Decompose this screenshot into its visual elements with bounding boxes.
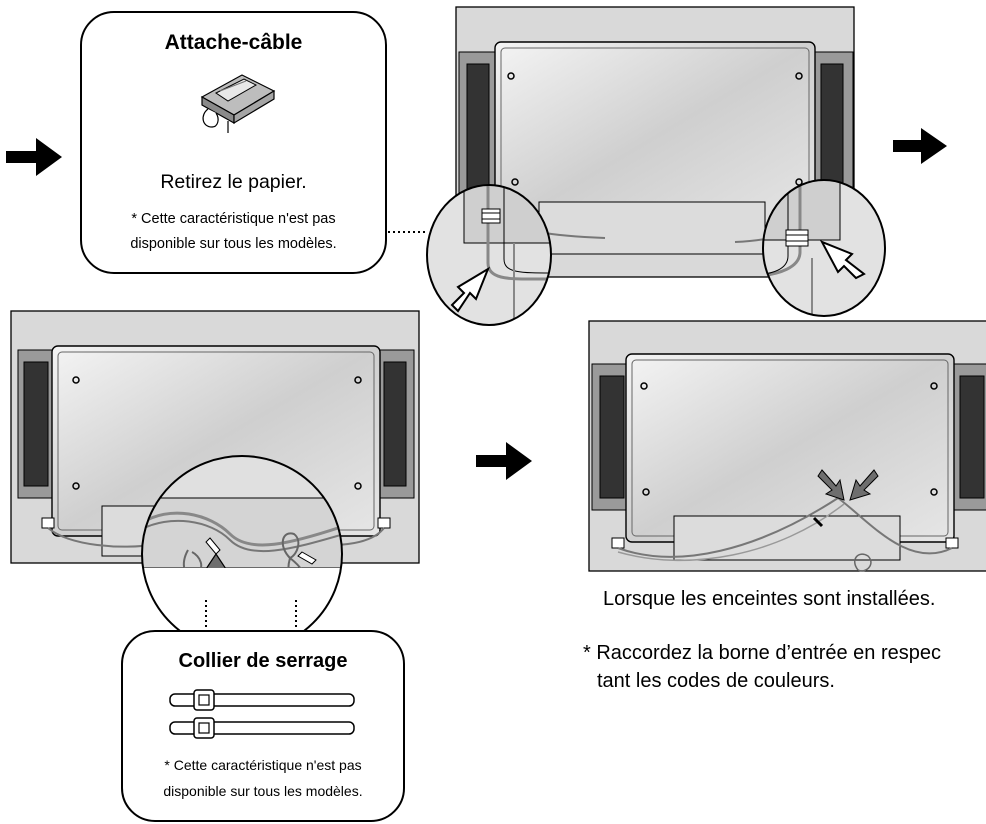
cable-tie-icon [169, 717, 355, 739]
cable-holder-instruction: Retirez le papier. [160, 171, 307, 193]
color-note-line1: * Raccordez la borne d’entrée en respec [583, 642, 941, 664]
zoom-circle-left [426, 184, 552, 326]
cable-holder-note-line2: disponible sur tous les modèles. [130, 236, 337, 252]
cable-tie-callout: Collier de serrage * Cette caractéristiq… [121, 630, 405, 822]
cable-tie-note-line1: * Cette caractéristique n'est pas [164, 757, 362, 773]
pointer-arrow-icon [819, 240, 866, 280]
pointer-arrow-icon [450, 266, 491, 313]
cable-holder-callout: Attache-câble Retirez le papier. * Cette… [80, 11, 387, 274]
cable-holder-title: Attache-câble [164, 31, 303, 54]
cable-tie-title: Collier de serrage [178, 650, 348, 672]
cable-holder-note: * Cette caractéristique n'est pas dispon… [82, 207, 385, 257]
speakers-caption: Lorsque les enceintes sont installées. [603, 588, 936, 610]
step-arrow-icon [476, 442, 532, 480]
cable-tie-note-line2: disponible sur tous les modèles. [163, 783, 363, 799]
step-arrow-icon [893, 128, 947, 164]
cable-tie-note: * Cette caractéristique n'est pas dispon… [123, 752, 403, 804]
leader-line [388, 231, 426, 233]
pointer-arrow-icon [849, 469, 879, 501]
cable-tie-icon [169, 689, 355, 711]
pointer-arrow-icon [817, 469, 845, 501]
color-note-line2: tant les codes de couleurs. [597, 670, 835, 692]
cable-holder-note-line1: * Cette caractéristique n'est pas [131, 211, 336, 227]
monitor-back-bottom-right [588, 320, 986, 572]
zoom-circle-right [762, 179, 886, 317]
step-arrow-icon [6, 138, 62, 176]
cable-holder-icon [200, 74, 276, 133]
zoom-circle-cable-tie [141, 455, 343, 653]
